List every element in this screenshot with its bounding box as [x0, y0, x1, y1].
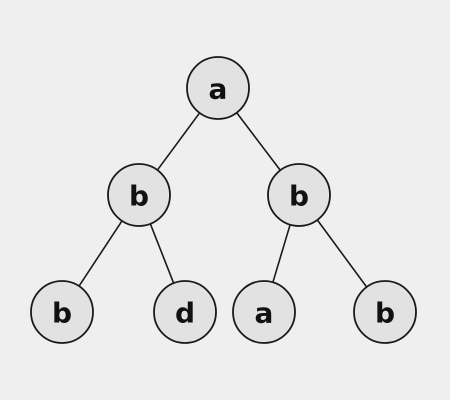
node-circle: [107, 163, 171, 227]
node-circle: [30, 280, 94, 344]
tree-node-left-right: d: [153, 280, 217, 344]
node-label: d: [175, 297, 195, 330]
edge-right-to-right-left: [272, 223, 291, 284]
edge-left-to-left-left: [78, 220, 123, 287]
tree-node-left: b: [107, 163, 171, 227]
tree-node-root: a: [186, 56, 250, 120]
tree-nodes: a b b b d a b: [30, 56, 417, 344]
node-circle: [267, 163, 331, 227]
node-label: b: [289, 180, 309, 213]
tree-node-right-left: a: [232, 280, 296, 344]
node-circle: [186, 56, 250, 120]
node-circle: [232, 280, 296, 344]
edge-right-to-right-right: [316, 219, 368, 288]
node-label: b: [129, 180, 149, 213]
node-circle: [153, 280, 217, 344]
node-label: a: [255, 297, 274, 330]
node-label: b: [375, 297, 395, 330]
tree-edges: [78, 111, 368, 288]
tree-node-right: b: [267, 163, 331, 227]
edge-left-to-left-right: [149, 223, 175, 284]
edge-root-to-right: [235, 111, 282, 172]
edge-root-to-left: [156, 112, 201, 171]
node-label: a: [209, 73, 228, 106]
node-circle: [353, 280, 417, 344]
tree-node-right-right: b: [353, 280, 417, 344]
tree-node-left-left: b: [30, 280, 94, 344]
node-label: b: [52, 297, 72, 330]
